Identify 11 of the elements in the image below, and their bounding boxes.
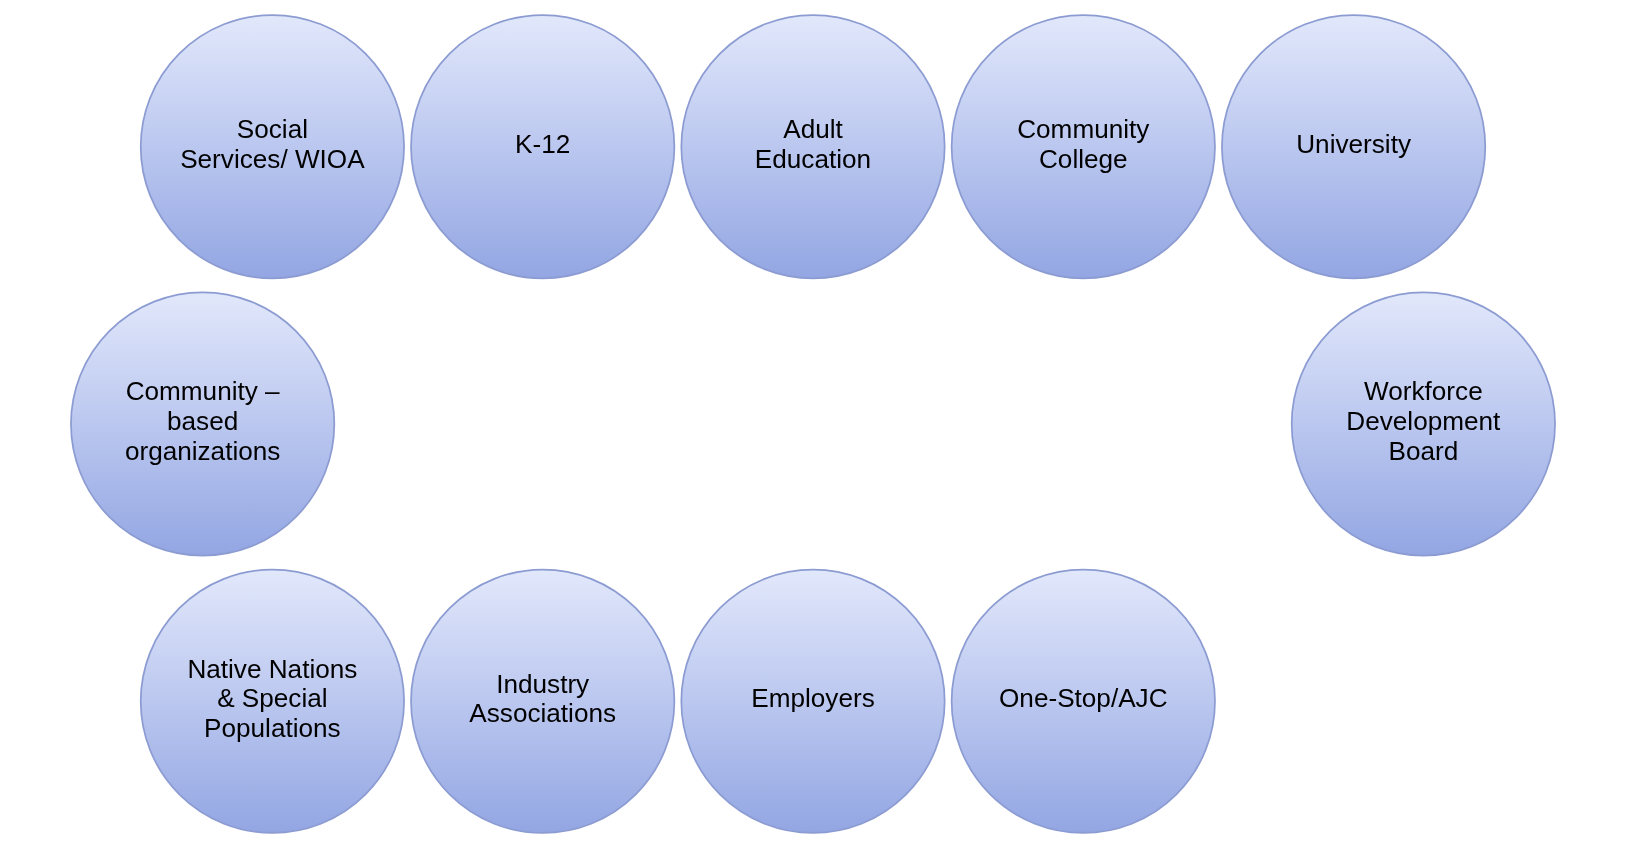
node-circle: Native Nations & Special Populations (139, 568, 405, 834)
node-circle: Social Services/ WIOA (139, 14, 405, 280)
node-circle: Adult Education (679, 14, 946, 280)
node-circle: Community – based organizations (69, 291, 335, 557)
node-circle: Industry Associations (409, 568, 675, 834)
node-circle: Community College (950, 14, 1216, 280)
node-circle: K-12 (409, 14, 675, 280)
node-circle: Workforce Development Board (1290, 291, 1556, 557)
node-circle: University (1220, 14, 1486, 280)
node-circle: One-Stop/AJC (950, 568, 1216, 834)
node-circle: Employers (679, 568, 946, 834)
